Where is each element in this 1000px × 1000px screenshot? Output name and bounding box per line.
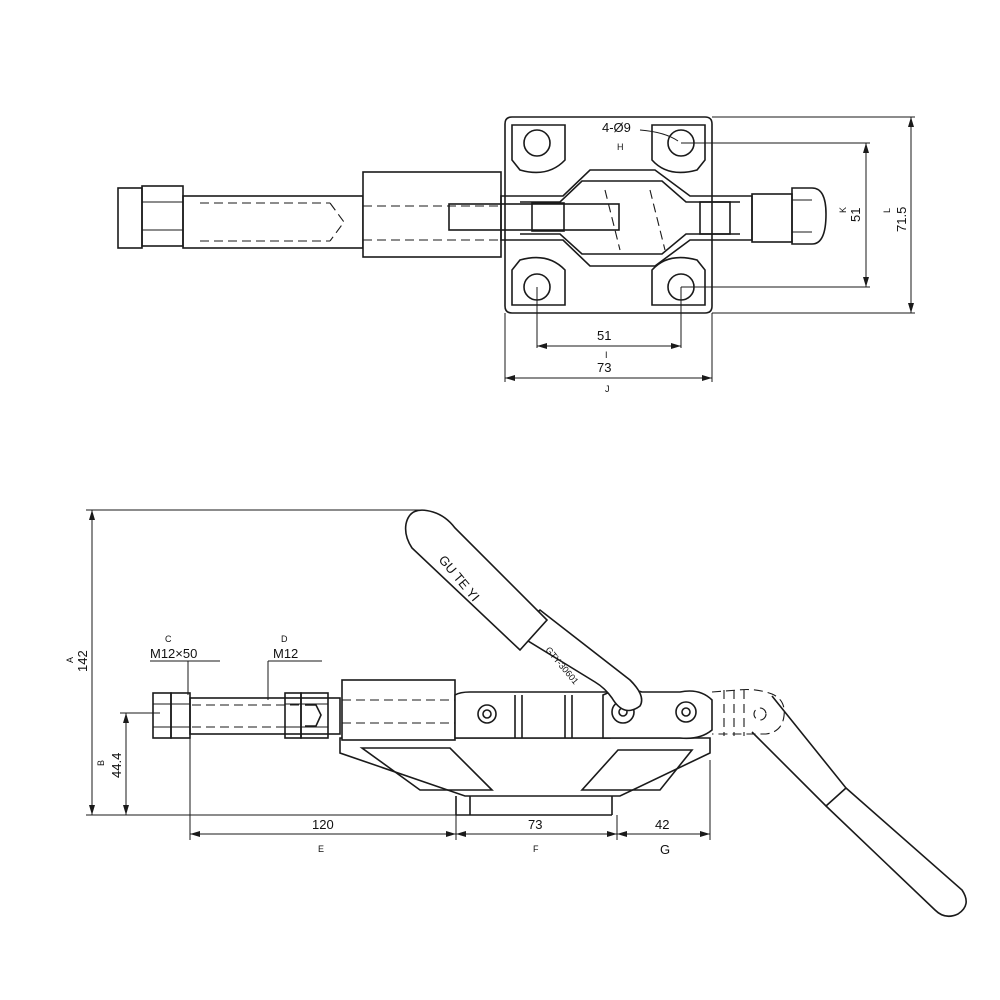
side-handle-grip: [404, 509, 549, 652]
mounting-hole-tl: [523, 129, 551, 157]
hole-note: 4-Ø9: [602, 120, 631, 135]
dim-f: 73: [528, 817, 542, 832]
label-b: B: [96, 760, 106, 766]
thread-d: M12: [273, 646, 298, 661]
top-plunger-shaft: [448, 203, 620, 231]
top-pivot-block-left: [531, 202, 565, 232]
label-f: F: [533, 844, 539, 854]
top-threaded-rod: [182, 195, 364, 249]
side-pivot-pin-3: [675, 701, 697, 723]
top-hex-nut: [141, 185, 184, 247]
label-e: E: [318, 844, 324, 854]
label-d: D: [281, 634, 288, 644]
top-corner-boss-tr: [651, 124, 706, 174]
top-linkage-body: [500, 169, 753, 267]
side-view: A 142 B 44.4 C M12×50 D M12: [65, 509, 967, 918]
label-k: K: [838, 207, 848, 213]
side-handle-open-position: [711, 688, 785, 735]
top-base-plate: [504, 116, 713, 314]
top-corner-boss-tl: [511, 124, 566, 174]
dim-e: 120: [312, 817, 334, 832]
label-a: A: [65, 657, 75, 663]
top-handle-arm: [751, 193, 793, 243]
top-guide-sleeve: [362, 171, 502, 258]
top-hex-nut-outer: [117, 187, 143, 249]
side-pivot-pin-1: [477, 704, 497, 724]
top-view: 4-Ø9 H 51 I 73 J 51 K 71.5 L: [117, 116, 915, 394]
label-i: I: [605, 350, 608, 360]
dim-g: 42: [655, 817, 669, 832]
top-pivot-block-right: [699, 201, 731, 235]
side-threaded-rod: [189, 697, 341, 735]
side-handle-open-arm: [751, 695, 848, 808]
side-lock-nut-1: [284, 692, 302, 739]
side-handle-open-grip: [825, 787, 967, 918]
side-lock-nut-2: [300, 692, 329, 739]
dim-inner-height: 51: [848, 208, 863, 222]
label-l: L: [882, 208, 892, 213]
dim-outer-width: 73: [597, 360, 611, 375]
side-end-nut-2: [170, 692, 191, 739]
side-base-body: [339, 737, 711, 797]
top-corner-boss-br: [651, 256, 706, 306]
dim-inner-width: 51: [597, 328, 611, 343]
side-end-nut-1: [152, 692, 172, 739]
label-g: G: [660, 842, 670, 857]
side-guide-sleeve: [341, 679, 456, 741]
label-c: C: [165, 634, 172, 644]
top-handle-grip: [791, 187, 827, 245]
side-handle-arm: [513, 608, 643, 712]
thread-c: M12×50: [150, 646, 197, 661]
dim-rod-height: 44.4: [109, 753, 124, 778]
dim-outer-height: 71.5: [894, 207, 909, 232]
label-h: H: [617, 142, 624, 152]
label-j: J: [605, 384, 610, 394]
top-corner-boss-bl: [511, 256, 566, 306]
dim-total-height: 142: [75, 650, 90, 672]
